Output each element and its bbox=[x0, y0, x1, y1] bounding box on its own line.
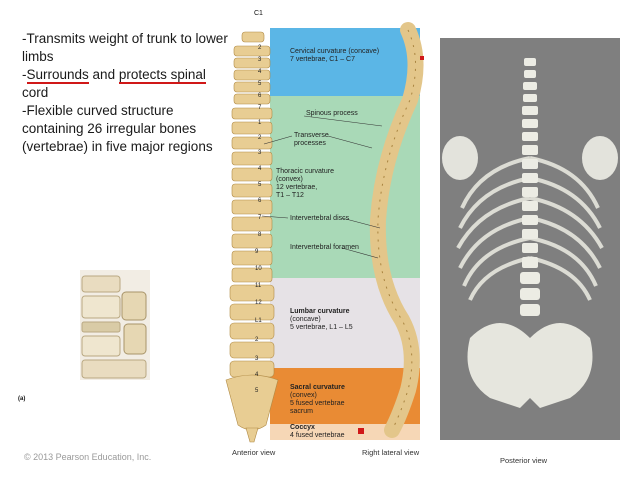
vertebra-number: 6 bbox=[258, 198, 262, 204]
vertebra-number: 3 bbox=[258, 57, 262, 63]
intervertebral-foramen-label: Intervertebral foramen bbox=[290, 244, 359, 251]
vertebra-number: 5 bbox=[255, 388, 259, 394]
vertebra-number: L1 bbox=[255, 318, 262, 324]
intervertebral-discs-label: Intervertebral discs bbox=[290, 215, 350, 222]
vertebra-number: 5 bbox=[258, 81, 262, 87]
coccyx-sub: 4 fused vertebrae bbox=[290, 432, 345, 439]
lumbar-sub: (concave) bbox=[290, 316, 321, 323]
panel-letter: (a) bbox=[18, 396, 26, 402]
cervical-title: Cervical curvature (concave) bbox=[290, 48, 380, 55]
copyright-notice: © 2013 Pearson Education, Inc. bbox=[24, 452, 152, 462]
spinous-process-label: Spinous process bbox=[306, 110, 358, 117]
lateral-spine-illustration bbox=[369, 22, 424, 438]
sacral-sub: sacrum bbox=[290, 408, 313, 415]
cervical-region-panel bbox=[270, 28, 420, 96]
vertebra-number: 6 bbox=[258, 93, 262, 99]
vertebra-number: 4 bbox=[258, 69, 262, 75]
red-square-marker bbox=[358, 428, 364, 434]
bullet-item: -Surrounds and protects spinal cord bbox=[22, 66, 232, 102]
coccyx-label: Coccyx 4 fused vertebrae bbox=[290, 424, 410, 440]
underlined-phrase: protects spinal bbox=[118, 67, 206, 84]
vertebra-number: 4 bbox=[258, 166, 262, 172]
sacral-title: Sacral curvature bbox=[290, 384, 345, 391]
bullet-item: -Transmits weight of trunk to lower limb… bbox=[22, 31, 228, 64]
thoracic-sub: 12 vertebrae, bbox=[276, 184, 318, 191]
anterior-spine-illustration bbox=[225, 31, 279, 443]
vertebra-number: 5 bbox=[258, 182, 262, 188]
posterior-view-caption: Posterior view bbox=[500, 456, 548, 465]
vertebra-number: 10 bbox=[255, 266, 262, 272]
transverse-processes-label: Transverse processes bbox=[294, 132, 329, 147]
vertebra-number: 1 bbox=[258, 120, 262, 126]
lumbar-title: Lumbar curvature bbox=[290, 308, 350, 315]
posterior-skeleton-image bbox=[440, 38, 620, 440]
coccyx-region-panel bbox=[270, 424, 420, 440]
vertebra-number: 3 bbox=[255, 356, 259, 362]
vertebra-number: 2 bbox=[258, 135, 262, 141]
vertebra-number: 8 bbox=[258, 232, 262, 238]
cervical-sub: 7 vertebrae, C1 – C7 bbox=[290, 56, 355, 63]
vertebra-number: 2 bbox=[255, 337, 259, 343]
sacral-label: Sacral curvature (convex) 5 fused verteb… bbox=[290, 384, 410, 416]
red-marker bbox=[420, 56, 424, 60]
sacral-sub: 5 fused vertebrae bbox=[290, 400, 345, 407]
lumbar-sub: 5 vertebrae, L1 – L5 bbox=[290, 324, 353, 331]
bullet-list: -Transmits weight of trunk to lower limb… bbox=[22, 30, 232, 156]
lumbar-label: Lumbar curvature (concave) 5 vertebrae, … bbox=[290, 308, 410, 332]
thoracic-sub: T1 – T12 bbox=[276, 192, 304, 199]
vertebra-number: 7 bbox=[258, 105, 262, 111]
coccyx-title: Coccyx bbox=[290, 424, 315, 431]
vertebra-number: 2 bbox=[258, 45, 262, 51]
lateral-view-caption: Right lateral view bbox=[362, 448, 420, 457]
c1-label: C1 bbox=[254, 10, 263, 17]
underlined-word: Surrounds bbox=[26, 67, 89, 84]
vertebra-number: 12 bbox=[255, 300, 262, 306]
annotation-leader-lines bbox=[262, 115, 383, 259]
thoracic-label: Thoracic curvature (convex) 12 vertebrae… bbox=[276, 168, 396, 200]
bullet-text: cord bbox=[22, 85, 49, 100]
vertebra-number: 4 bbox=[255, 372, 259, 378]
bullet-text: and bbox=[88, 67, 119, 82]
anterior-view-caption: Anterior view bbox=[232, 448, 276, 457]
sacral-sub: (convex) bbox=[290, 392, 317, 399]
cervical-label: Cervical curvature (concave) 7 vertebrae… bbox=[290, 48, 410, 64]
vertebra-number: 11 bbox=[255, 283, 262, 289]
vertebrae-closeup-image bbox=[80, 270, 150, 380]
vertebra-number: 7 bbox=[258, 215, 262, 221]
bullet-prefix: - bbox=[22, 67, 27, 82]
vertebra-number: 9 bbox=[255, 249, 259, 255]
thoracic-title: Thoracic curvature bbox=[276, 168, 334, 175]
bullet-item: -Flexible curved structure containing 26… bbox=[22, 103, 213, 154]
vertebra-number: 3 bbox=[258, 150, 262, 156]
thoracic-sub: (convex) bbox=[276, 176, 303, 183]
